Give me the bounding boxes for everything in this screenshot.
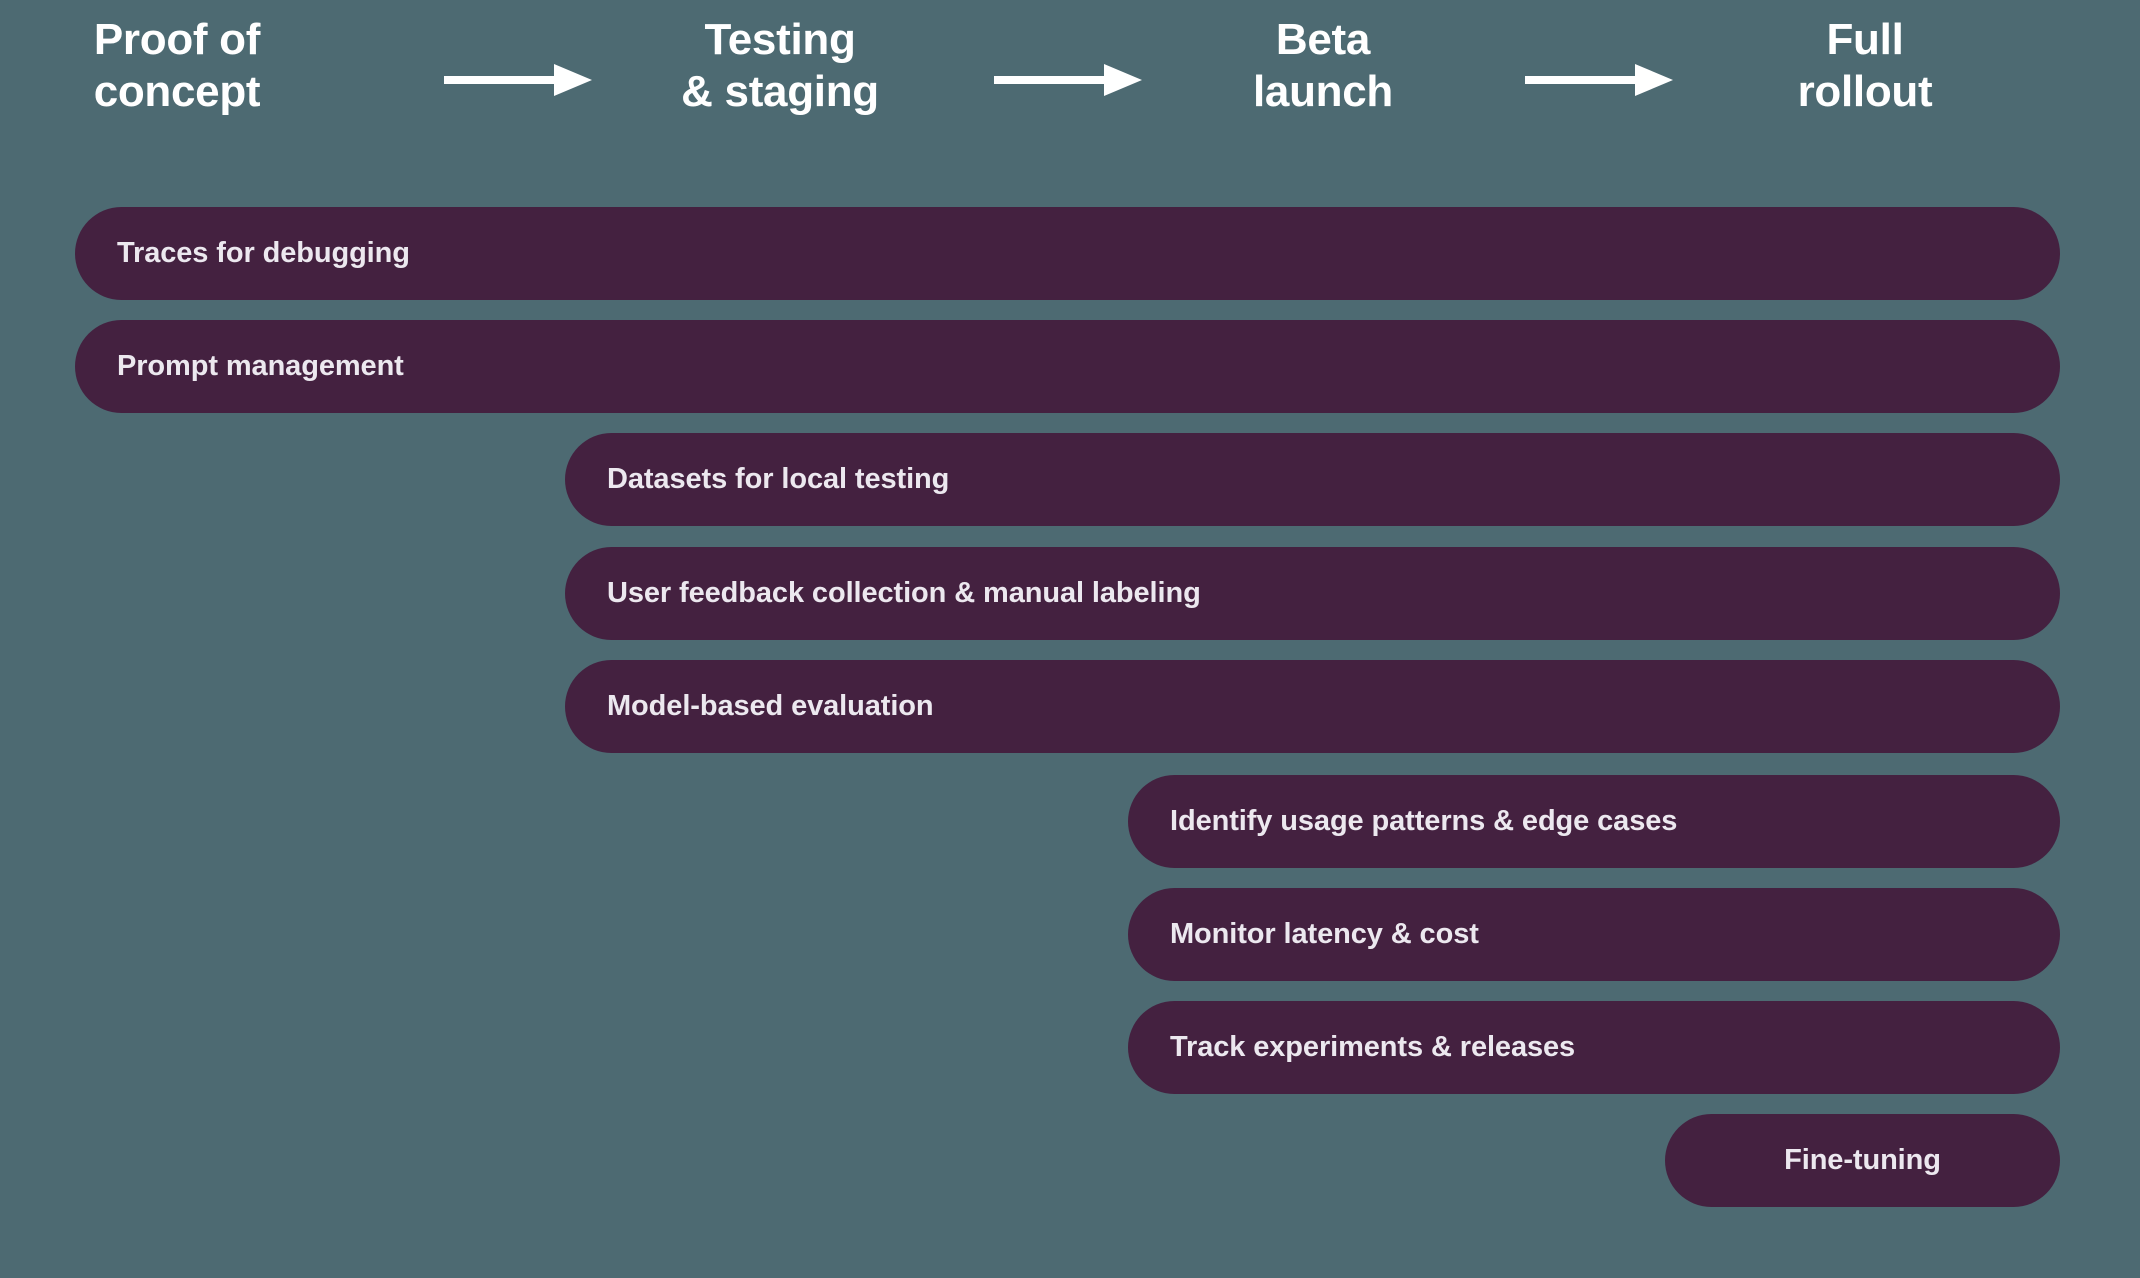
phase-label-line1: Beta [1275,15,1371,64]
phase-label-line2: concept [93,66,261,116]
capability-bar-monitor-latency-cost[interactable]: Monitor latency & cost [1128,888,2060,981]
arrow-right-icon [1525,62,1673,98]
capability-bar-model-based-evaluation[interactable]: Model-based evaluation [565,660,2060,753]
arrow-right-icon [444,62,592,98]
capability-bar-datasets-for-local-testing[interactable]: Datasets for local testing [565,433,2060,526]
phase-label-line2: & staging [681,66,879,116]
phase-label-line1: Full [1826,15,1904,64]
capability-label: Traces for debugging [117,237,410,269]
capability-label: Model-based evaluation [607,690,934,722]
phase-beta-launch: Beta launch [1158,14,1488,118]
phase-proof-of-concept: Proof of concept [12,14,342,118]
capability-label: Datasets for local testing [607,463,950,495]
capability-bar-traces-for-debugging[interactable]: Traces for debugging [75,207,2060,300]
phase-testing-and-staging: Testing & staging [615,14,945,118]
capability-bar-prompt-management[interactable]: Prompt management [75,320,2060,413]
phase-label-line1: Proof of [93,15,261,64]
phase-label-line1: Testing [704,15,856,64]
capability-label: Prompt management [117,350,404,382]
capability-bar-fine-tuning[interactable]: Fine-tuning [1665,1114,2060,1207]
phase-full-rollout: Full rollout [1700,14,2030,118]
phase-header: Proof of concept Testing & staging Beta … [0,0,2140,180]
arrow-right-icon [994,62,1142,98]
phase-label-line2: launch [1253,66,1393,116]
capability-label: User feedback collection & manual labeli… [607,577,1201,609]
capability-label: Track experiments & releases [1170,1031,1576,1063]
capability-label: Identify usage patterns & edge cases [1170,805,1678,837]
capability-label: Monitor latency & cost [1170,918,1479,950]
capability-bar-identify-usage-patterns[interactable]: Identify usage patterns & edge cases [1128,775,2060,868]
capability-bar-track-experiments-releases[interactable]: Track experiments & releases [1128,1001,2060,1094]
capability-bar-user-feedback-collection[interactable]: User feedback collection & manual labeli… [565,547,2060,640]
phase-label-line2: rollout [1797,66,1933,116]
capability-label: Fine-tuning [1784,1144,1941,1176]
